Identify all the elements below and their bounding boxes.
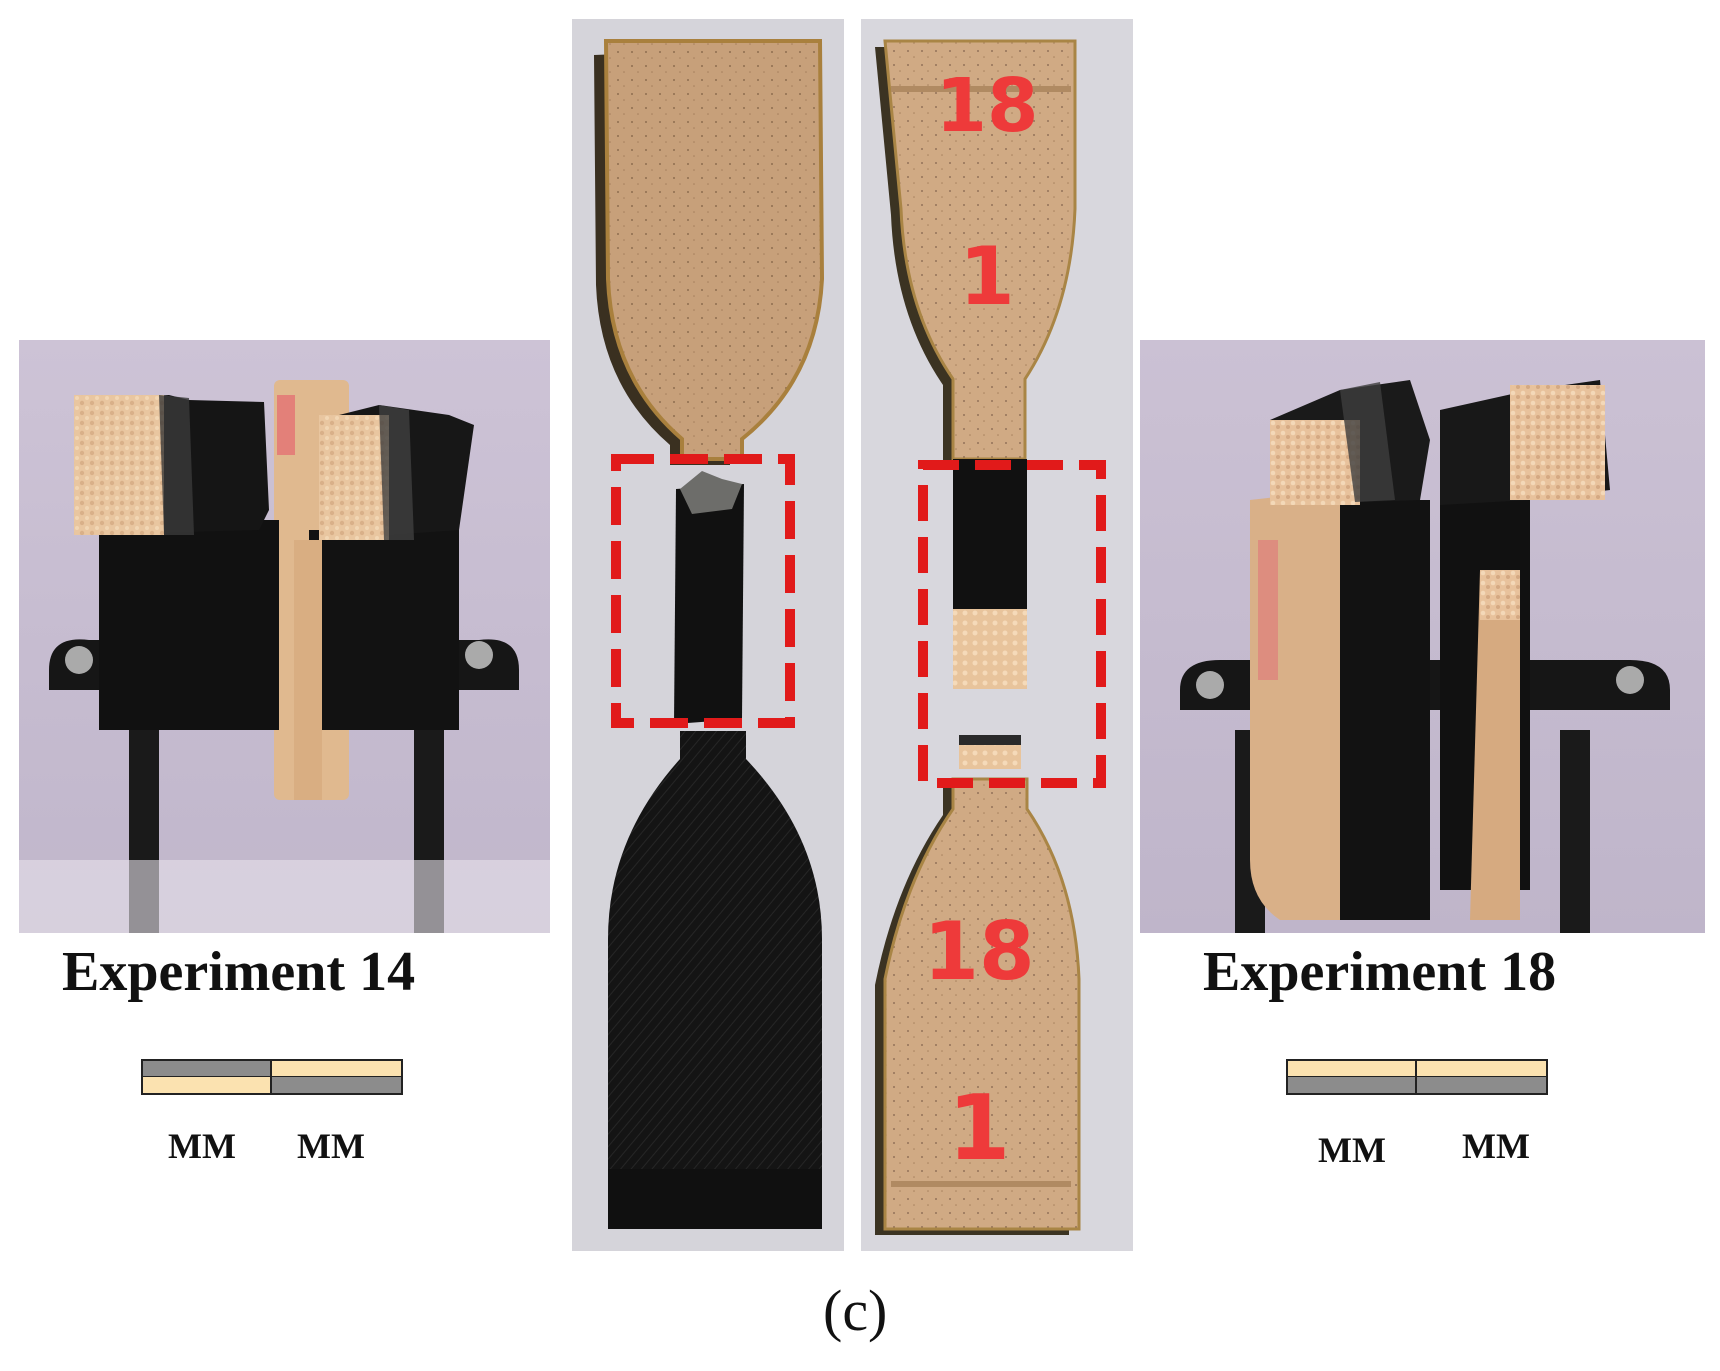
layup-diagram-left: [141, 1059, 403, 1095]
layup-cell: [272, 1077, 401, 1093]
fracture-photo-experiment-18: [1140, 340, 1705, 933]
marker-number-top: 18: [936, 63, 1039, 149]
layup-cell: [272, 1061, 401, 1077]
marker-index-top: 1: [959, 230, 1015, 323]
layup-cell: [143, 1077, 272, 1093]
tensile-specimen-experiment-18: 18 1 18 1: [861, 19, 1133, 1251]
layup-cell: [1288, 1061, 1417, 1077]
layup-label: MM: [1462, 1126, 1530, 1166]
layup-cell: [1288, 1077, 1417, 1093]
marker-index-bottom: 1: [948, 1076, 1011, 1181]
fracture-photo-experiment-14: [19, 340, 550, 933]
caption-experiment-14: Experiment 14: [62, 941, 416, 1003]
layup-cell: [1417, 1061, 1546, 1077]
layup-cell: [143, 1061, 272, 1077]
figure-label: (c): [823, 1278, 888, 1343]
marker-number-bottom: 18: [923, 905, 1034, 998]
layup-cell: [1417, 1077, 1546, 1093]
tensile-specimen-experiment-14: [572, 19, 844, 1251]
layup-label: MM: [168, 1126, 236, 1166]
layup-label: MM: [1318, 1130, 1386, 1170]
caption-experiment-18: Experiment 18: [1203, 941, 1557, 1003]
layup-label: MM: [297, 1126, 365, 1166]
layup-diagram-right: [1286, 1059, 1548, 1095]
